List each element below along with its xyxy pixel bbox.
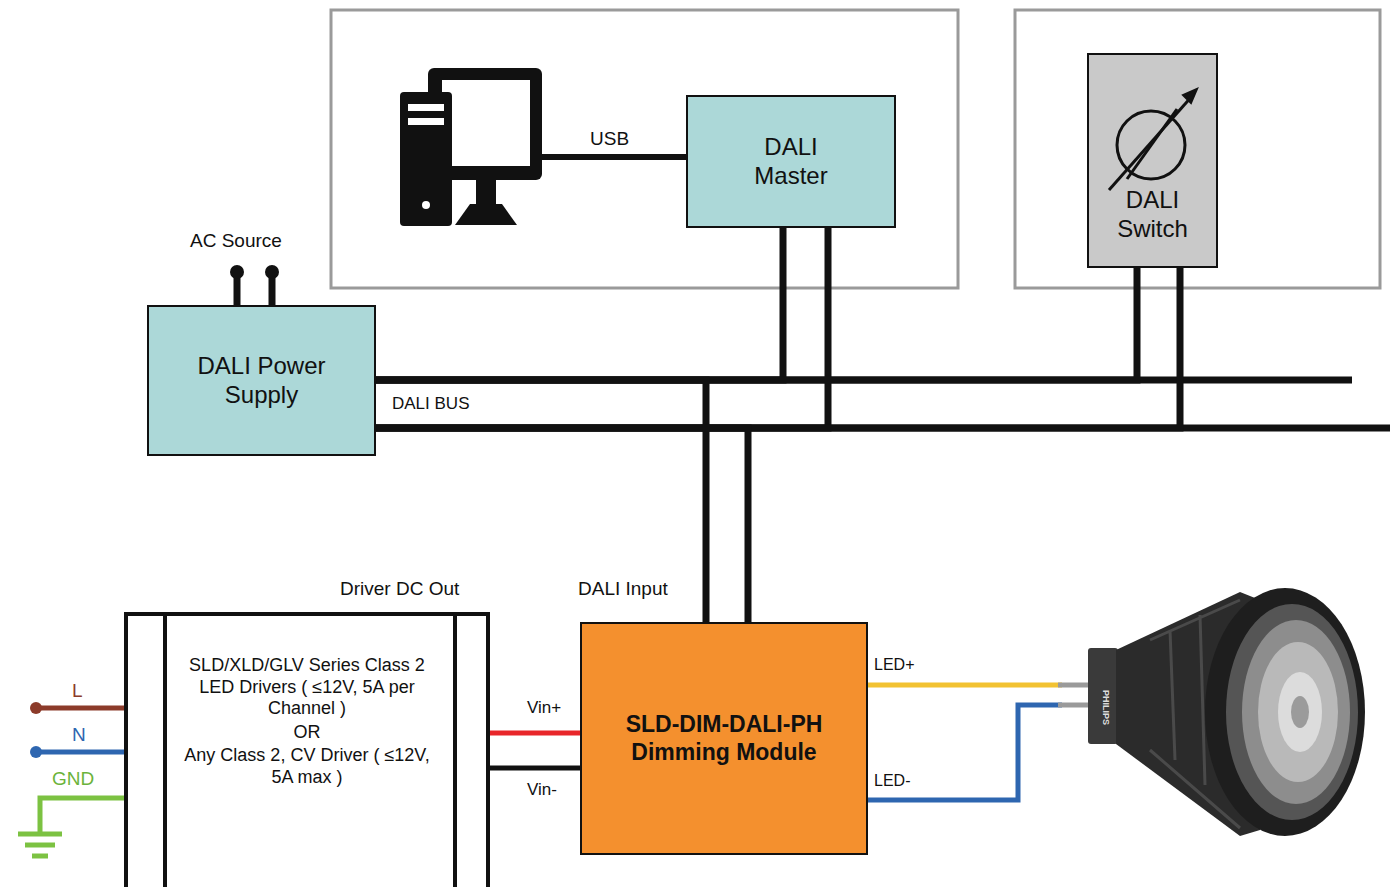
pin-label: LED- [874, 772, 910, 790]
wire-connector [376, 268, 1180, 428]
mr16-lamp [1058, 588, 1365, 836]
terminal-label: AC Source [190, 230, 282, 252]
dimming-module-box: SLD-DIM-DALI-PH Dimming Module [580, 622, 868, 855]
power-supply-box: DALI Power Supply [147, 305, 376, 456]
computer-icon [400, 68, 542, 226]
node-text: OR [294, 722, 321, 744]
port-label: DALI Input [578, 578, 668, 600]
node-text: DALI Master [726, 133, 856, 191]
port-label: Driver DC Out [340, 578, 459, 600]
pin-label: Vin+ [527, 698, 561, 718]
wire-connector [490, 733, 580, 768]
node-text: SLD-DIM-DALI-PH Dimming Module [599, 711, 849, 766]
group-frame [1015, 10, 1380, 288]
node-text: DALI Power Supply [177, 352, 347, 410]
mains-wires [18, 702, 124, 856]
usb-cable [542, 154, 686, 160]
node-text: Any Class 2, CV Driver ( ≤12V, 5A max ) [182, 745, 432, 788]
wire [376, 268, 1180, 428]
group-frame [331, 10, 958, 288]
pin-label: LED+ [874, 656, 914, 674]
cable-label: USB [590, 128, 629, 150]
wire-label: N [72, 724, 86, 746]
driver-box: SLD/XLD/GLV Series Class 2 LED Drivers (… [124, 612, 490, 887]
driver-side-bar [453, 616, 457, 887]
driver-side-bar [163, 616, 167, 887]
bus-label: DALI BUS [392, 394, 469, 414]
wire [376, 228, 828, 428]
ac-terminals [230, 265, 279, 305]
pin-label: Vin- [527, 780, 557, 800]
wire-label: L [72, 680, 83, 702]
switch-box: DALI Switch [1087, 53, 1218, 268]
wire-label: GND [52, 768, 94, 790]
wire [376, 268, 1137, 380]
wire [490, 731, 580, 736]
wire [376, 228, 783, 380]
wire [490, 766, 580, 771]
brand-label: PHILIPS [1101, 690, 1111, 725]
dimmer-symbol [1089, 55, 1216, 195]
wire-connector [376, 228, 828, 428]
led-plus-wire [868, 683, 1062, 688]
controller-box: DALI Master [686, 95, 896, 228]
node-text: DALI Switch [1098, 186, 1208, 244]
node-text: SLD/XLD/GLV Series Class 2 LED Drivers (… [182, 655, 432, 720]
led-minus-wire [868, 705, 1062, 800]
